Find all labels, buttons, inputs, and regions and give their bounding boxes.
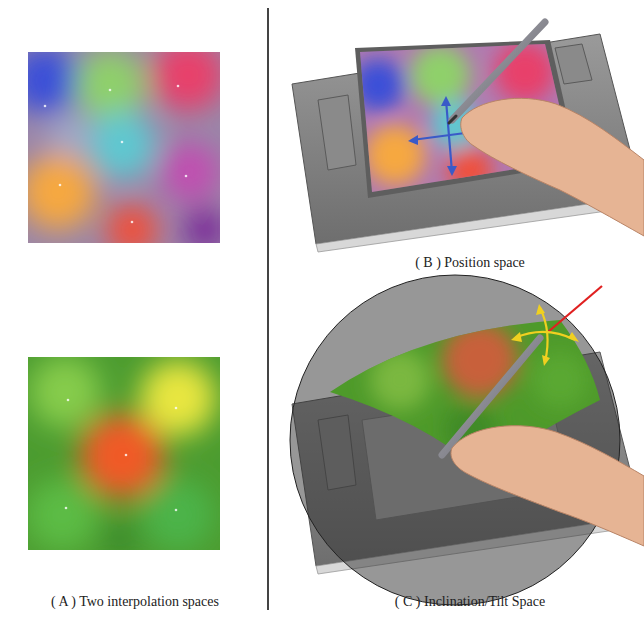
hand-and-pen [442,338,644,546]
hand-and-pen [449,22,644,236]
interpolation-space [28,52,220,243]
divider-line [267,8,269,610]
panel-caption: ( B ) Position space [415,255,525,272]
panel-caption: ( C ) Inclination/Tilt Space [395,594,545,611]
interpolation-space [28,357,220,550]
panel-caption: ( A ) Two interpolation spaces [51,594,219,611]
